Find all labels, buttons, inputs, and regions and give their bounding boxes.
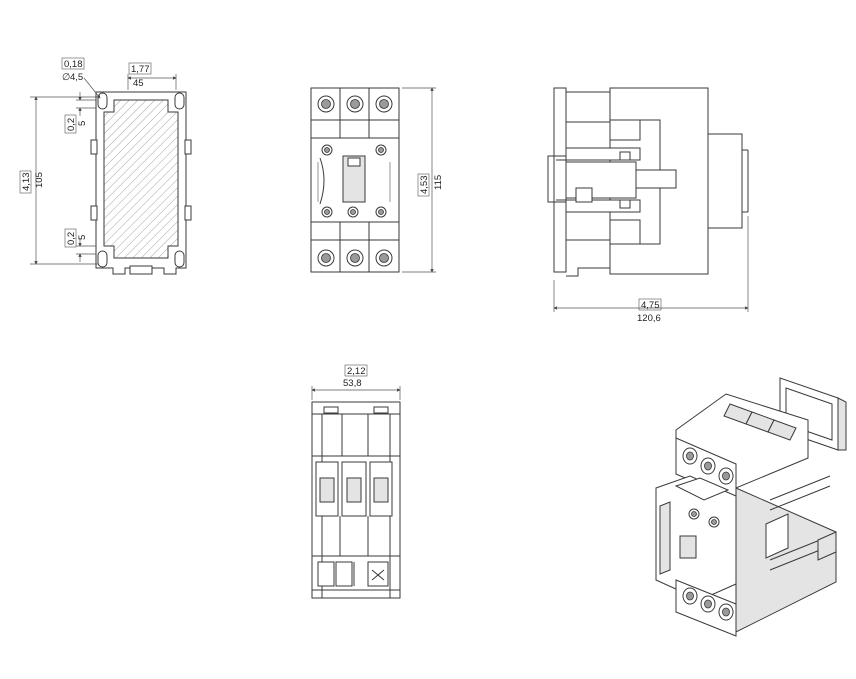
side-main-body <box>609 87 743 275</box>
terminal-screw <box>317 95 335 113</box>
top-width-mm: 53,8 <box>343 378 362 389</box>
top-view: 2,12 53,8 <box>311 364 401 599</box>
iso-terminal-screw <box>682 587 698 605</box>
side-depth-in: 4,75 <box>641 300 660 311</box>
mounting-tab <box>90 205 98 221</box>
bottom-offset-in: 0,2 <box>66 232 77 245</box>
mounting-height-in: 4,13 <box>21 173 32 192</box>
terminal-screw <box>346 249 364 267</box>
hole-dia-symbol: ∅ <box>62 72 70 83</box>
isometric-view <box>655 377 847 637</box>
terminal-screw <box>317 249 335 267</box>
mounting-tab <box>90 139 98 155</box>
mounting-width-mm: 45 <box>133 78 144 89</box>
iso-aux-screw <box>708 516 720 528</box>
terminal-screw <box>375 249 393 267</box>
indicator-window <box>342 155 366 203</box>
mounting-width-in: 1,77 <box>131 64 150 75</box>
iso-terminal-screw <box>682 447 698 465</box>
mounting-tab <box>184 205 192 221</box>
mounting-height-mm: 105 <box>34 172 45 188</box>
mounting-plate-outline <box>95 91 187 275</box>
bottom-offset-mm: 5 <box>77 235 88 240</box>
iso-aux-screw <box>688 508 700 520</box>
aux-screw <box>375 206 387 218</box>
side-depth-mm: 120,6 <box>637 313 661 324</box>
mounting-slot-hole <box>97 92 108 110</box>
side-view: 4,75 120,6 <box>547 87 749 324</box>
aux-screw <box>347 206 359 218</box>
hole-diameter: 4,5 <box>70 72 83 83</box>
mounting-tab <box>184 139 192 155</box>
top-offset-in: 0,2 <box>66 118 77 131</box>
iso-terminal-screw <box>700 457 716 475</box>
aux-screw <box>321 206 333 218</box>
front-height-mm: 115 <box>433 175 444 190</box>
hole-tolerance: 0,18 <box>64 59 83 70</box>
iso-terminal-screw <box>718 467 734 485</box>
side-rail-clip <box>547 87 567 273</box>
front-height-in: 4,53 <box>419 176 430 195</box>
top-width-in: 2,12 <box>347 366 366 377</box>
front-view: 4,53 115 <box>310 87 444 273</box>
mounting-slot-hole <box>174 250 185 268</box>
iso-terminal-screw <box>718 603 734 621</box>
front-body <box>310 87 400 273</box>
mounting-hatch-area <box>103 99 179 259</box>
aux-screw <box>321 144 333 156</box>
terminal-screw <box>375 95 393 113</box>
iso-terminal-screw <box>700 595 716 613</box>
mounting-slot-hole <box>174 92 185 110</box>
iso-body-right-face <box>735 487 837 633</box>
top-offset-mm: 5 <box>77 121 88 126</box>
top-body <box>311 401 401 599</box>
mounting-notch <box>129 265 153 275</box>
mounting-view: 1,77 45 0,18 ∅ 4,5 4,13 105 0,2 5 <box>19 57 192 275</box>
terminal-screw <box>346 95 364 113</box>
mounting-slot-hole <box>97 250 108 268</box>
aux-screw <box>375 144 387 156</box>
